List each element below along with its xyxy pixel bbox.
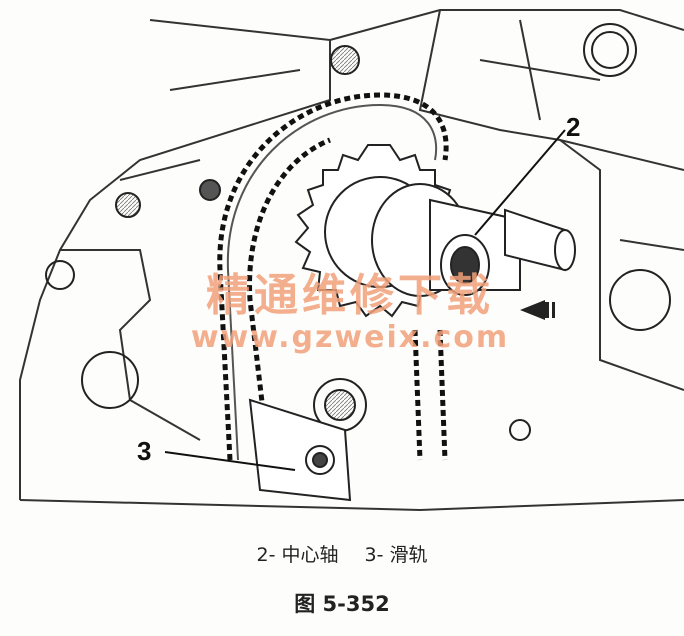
callout-label-3: 3: [137, 436, 152, 466]
timing-chain-inner: [226, 103, 438, 461]
figure-number: 图 5-352: [294, 592, 390, 616]
legend-item-3: 3- 滑轨: [364, 544, 428, 566]
timing-chain: [217, 92, 449, 471]
central-shaft: [371, 183, 576, 297]
index-mark: [520, 300, 555, 320]
legend-item-2: 2- 中心轴: [256, 544, 339, 566]
engine-timing-chain-illustration: [19, 9, 684, 512]
leader-line-2: [474, 129, 566, 236]
callout-label-2: 2: [566, 112, 581, 142]
engine-block: [19, 9, 684, 512]
leader-line-3: [164, 451, 296, 471]
leader-lines: [164, 129, 566, 471]
figure-legend: 2- 中心轴 3- 滑轨: [0, 540, 684, 567]
guide-rail: [248, 398, 352, 502]
